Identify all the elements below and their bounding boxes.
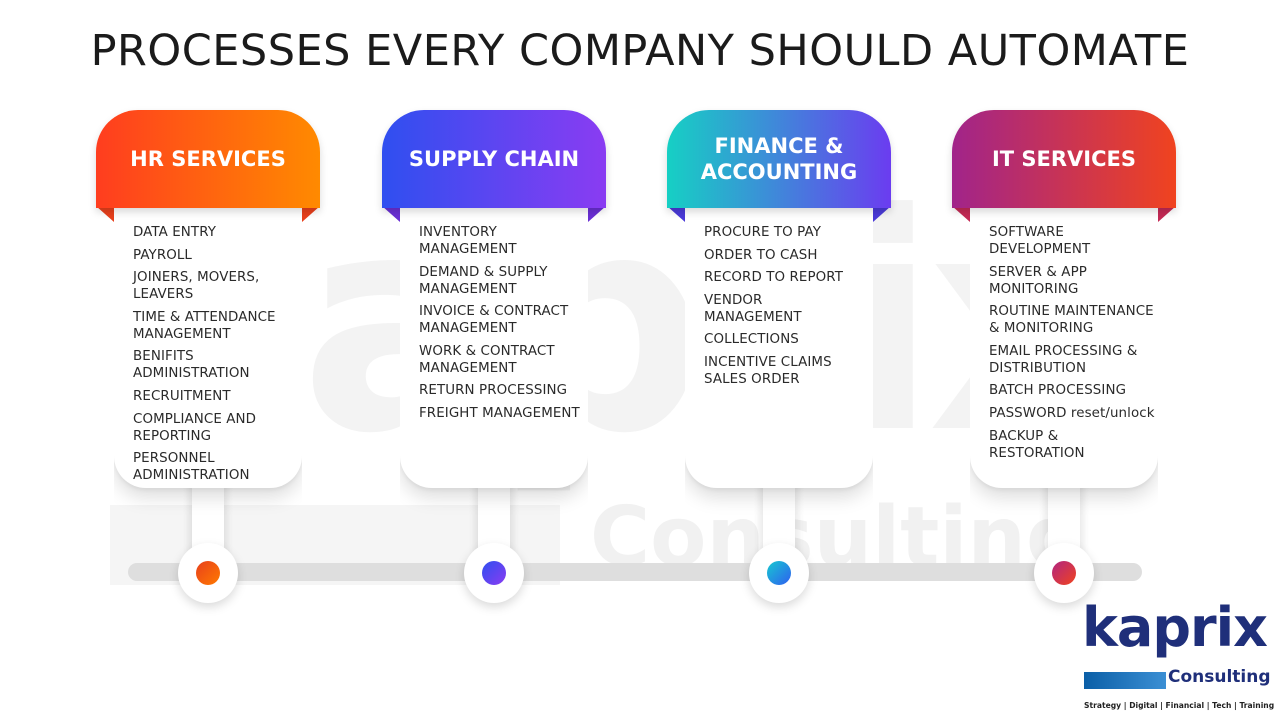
card-item: PROCURE TO PAY [704, 225, 821, 240]
process-card: FINANCE & ACCOUNTING PROCURE TO PAY ORDER … [667, 110, 891, 603]
card-item: INVENTORY MANAGEMENT [419, 225, 517, 257]
cap-fold-left [382, 206, 400, 222]
card-item: SERVER & APP MONITORING [989, 264, 1087, 297]
card-body [685, 206, 873, 488]
timeline-bar [128, 563, 1142, 581]
card-item: JOINERS, MOVERS, LEAVERS [133, 270, 260, 303]
card-item: SOFTWARE DEVELOPMENT [989, 225, 1091, 257]
card-body [114, 206, 302, 488]
cap-fold-right [873, 206, 891, 222]
card-item-list: INVENTORY MANAGEMENT DEMAND & SUPPLY MANA… [419, 224, 603, 428]
card-heading: SUPPLY CHAIN [382, 110, 606, 208]
card-item: RETURN PROCESSING [419, 383, 568, 399]
card-item: PAYROLL [133, 247, 192, 263]
process-card: IT SERVICES SOFTWARE DEVELOPMENT SERVER & … [952, 110, 1176, 603]
card-item: BENIFITS ADMINISTRATION [133, 349, 250, 382]
process-card: SUPPLY CHAIN INVENTORY MANAGEMENT DEMAND &… [382, 110, 606, 603]
cap-fold-right [302, 206, 320, 222]
card-item: RECRUITMENT [133, 388, 231, 404]
card-item: DEMAND & SUPPLY MANAGEMENT [419, 264, 548, 297]
card-item: BATCH PROCESSING [989, 383, 1127, 399]
card-item: EMAIL PROCESSING & DISTRIBUTION [989, 343, 1138, 376]
cap-fold-left [952, 206, 970, 222]
cap-fold-right [588, 206, 606, 222]
card-item: FREIGHT MANAGEMENT [419, 405, 580, 421]
timeline-dot [196, 561, 220, 585]
card-item: VENDOR MANAGEMENT [704, 292, 802, 325]
timeline-dot [767, 561, 791, 585]
card-body [400, 206, 588, 488]
card-item-list: PROCURE TO PAY ORDER TO CASH RECORD TO REP… [704, 224, 888, 394]
card-item: DATA ENTRY [133, 225, 217, 240]
timeline-dot [1052, 561, 1076, 585]
logo-bar [1084, 672, 1166, 689]
card-item: ORDER TO CASH [704, 247, 818, 263]
logo-sub: Consulting [1168, 667, 1271, 687]
card-item: PERSONNEL ADMINISTRATION [133, 451, 250, 484]
company-logo: kaprix Consulting Strategy | Digital | F… [1082, 596, 1275, 716]
card-item-list: DATA ENTRY PAYROLL JOINERS, MOVERS, LEAVER… [133, 224, 317, 490]
card-item: TIME & ATTENDANCE MANAGEMENT [133, 309, 276, 342]
card-item: RECORD TO REPORT [704, 270, 843, 286]
card-heading: IT SERVICES [952, 110, 1176, 208]
card-item: PASSWORD reset/unlock [989, 405, 1155, 421]
process-card: HR SERVICES DATA ENTRY PAYROLL JOINERS, MOV… [96, 110, 320, 603]
card-item-list: SOFTWARE DEVELOPMENT SERVER & APP MONITOR… [989, 224, 1173, 467]
page-title: PROCESSES EVERY COMPANY SHOULD AUTOMATE [90, 26, 1190, 76]
timeline-node [1034, 543, 1094, 603]
card-item: ROUTINE MAINTENANCE & MONITORING [989, 304, 1154, 337]
timeline-node [464, 543, 524, 603]
card-item: INCENTIVE CLAIMS SALES ORDER [704, 354, 832, 387]
card-heading: FINANCE & ACCOUNTING [667, 110, 891, 208]
card-item: WORK & CONTRACT MANAGEMENT [419, 343, 555, 376]
logo-brand: kaprix [1082, 596, 1268, 659]
logo-tagline: Strategy | Digital | Financial | Tech | … [1084, 701, 1275, 710]
cap-fold-left [96, 206, 114, 222]
card-item: COLLECTIONS [704, 332, 799, 348]
timeline-dot [482, 561, 506, 585]
card-item: INVOICE & CONTRACT MANAGEMENT [419, 304, 569, 337]
cap-fold-left [667, 206, 685, 222]
cap-fold-right [1158, 206, 1176, 222]
card-item: BACKUP & RESTORATION [989, 428, 1085, 461]
timeline-node [749, 543, 809, 603]
card-heading: HR SERVICES [96, 110, 320, 208]
card-item: COMPLIANCE AND REPORTING [133, 411, 257, 444]
timeline-node [178, 543, 238, 603]
card-body [970, 206, 1158, 488]
